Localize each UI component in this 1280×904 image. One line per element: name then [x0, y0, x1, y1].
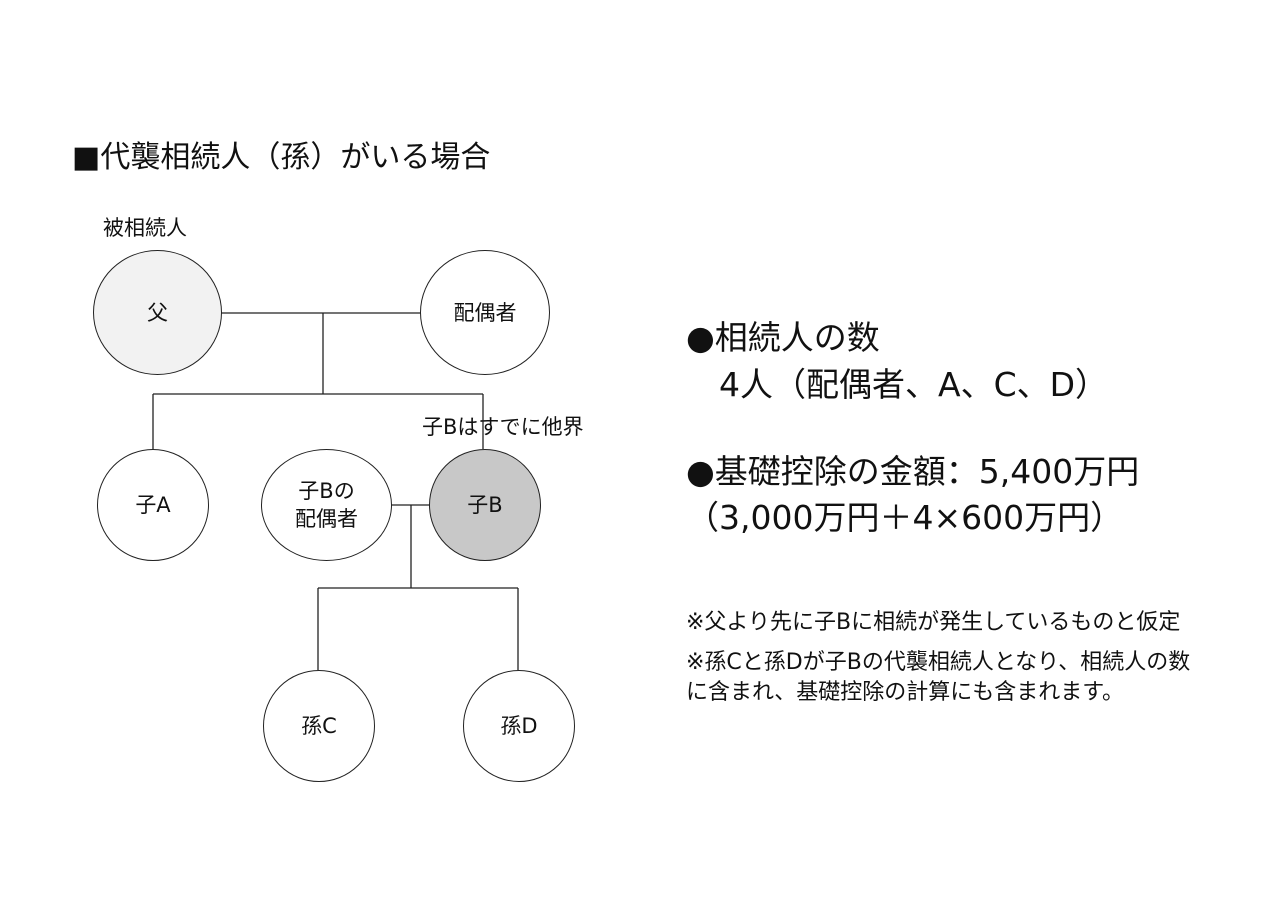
node-grandchild-c: 孫C: [263, 670, 375, 782]
grandchildren-note-line-2: に含まれ、基礎控除の計算にも含まれます。: [686, 680, 1125, 705]
grandchildren-note-line-1: ※孫Cと孫Dが子Bの代襲相続人となり、相続人の数: [686, 650, 1191, 675]
heirs-value: 4人（配偶者、A、C、D）: [686, 365, 1109, 404]
node-child-b: 子B: [429, 449, 541, 561]
predeceased-note: 子Bはすでに他界: [422, 415, 584, 439]
node-child-a: 子A: [97, 449, 209, 561]
page-title: ■代襲相続人（孫）がいる場合: [72, 140, 491, 175]
node-child-b-spouse: 子Bの 配偶者: [261, 449, 392, 561]
deduction-formula: （3,000万円＋4×600万円）: [686, 498, 1124, 537]
assumption-note: ※父より先に子Bに相続が発生しているものと仮定: [686, 610, 1181, 635]
deduction-heading: ●基礎控除の金額：5,400万円: [686, 452, 1140, 491]
node-grandchild-d: 孫D: [463, 670, 575, 782]
node-father: 父: [93, 250, 222, 375]
heirs-heading: ●相続人の数: [686, 318, 880, 357]
node-spouse: 配偶者: [420, 250, 550, 375]
deceased-label: 被相続人: [103, 216, 187, 240]
